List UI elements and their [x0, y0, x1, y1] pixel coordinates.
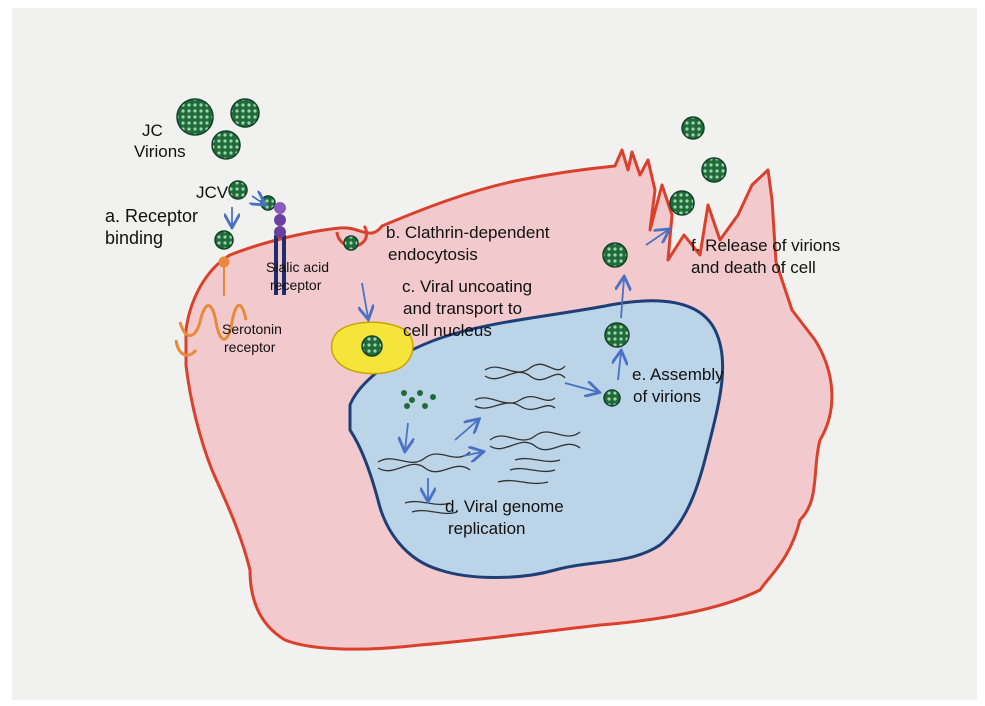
label-e-2: of virions: [633, 387, 701, 406]
virion-in-endosome: [362, 336, 382, 356]
label-jc-virions-2: Virions: [134, 142, 186, 161]
label-jcv: JCV: [196, 183, 229, 202]
label-c-1: c. Viral uncoating: [402, 277, 532, 296]
label-a-2: binding: [105, 228, 163, 248]
label-jc-virions-1: JC: [142, 121, 163, 140]
label-e-1: e. Assembly: [632, 365, 724, 384]
label-serotonin-1: Serotonin: [222, 321, 282, 337]
label-sialic-2: receptor: [270, 277, 322, 293]
label-f-1: f. Release of virions: [691, 236, 840, 255]
label-d-1: d. Viral genome: [445, 497, 564, 516]
label-b-2: endocytosis: [388, 245, 478, 264]
label-d-2: replication: [448, 519, 526, 538]
label-serotonin-2: receptor: [224, 339, 276, 355]
label-c-3: cell nucleus: [403, 321, 492, 340]
label-f-2: and death of cell: [691, 258, 816, 277]
label-c-2: and transport to: [403, 299, 522, 318]
label-b-1: b. Clathrin-dependent: [386, 223, 550, 242]
label-sialic-1: Sialic acid: [266, 259, 329, 275]
label-a-1: a. Receptor: [105, 206, 198, 226]
